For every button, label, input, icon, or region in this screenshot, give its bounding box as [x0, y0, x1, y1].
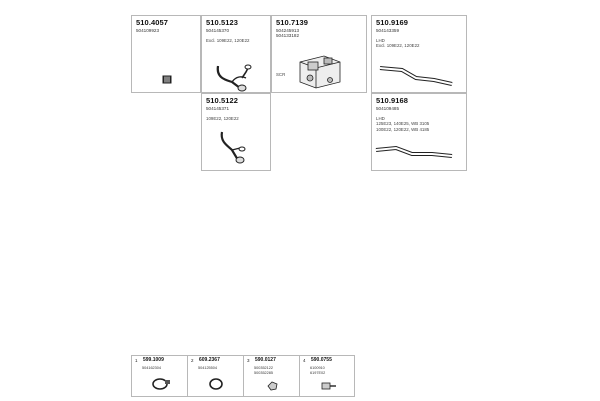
part-cell-510-9169[interactable]: 510.9169 504143359 LHD Excl. 109E22, 120… — [371, 15, 467, 93]
part-cell-510-9168[interactable]: 510.9168 504109485 LHD 125E23, 140E25, W… — [371, 93, 467, 171]
accessory-oe: 500352122 — [254, 366, 274, 370]
oe-number: 504143359 — [376, 28, 399, 33]
part-cell-510-7139[interactable]: 510.7139 504245913 504133182 SCR — [271, 15, 367, 93]
part-number: 510.5123 — [206, 18, 239, 27]
accessory-oe: 504125504 — [198, 366, 218, 370]
spring-clamp-drawing — [162, 75, 172, 84]
fitment-note: Excl. 109E22, 120E22 — [206, 38, 250, 43]
accessory-index: 1 — [135, 358, 138, 363]
fitment-note: LHD Excl. 109E22, 120E22 — [376, 38, 420, 49]
accessory-cell-2[interactable]: 2 609.2367 504125504 — [188, 356, 244, 396]
fitment-note: LHD 125E23, 140E25, WB 3105 100E22, 120E… — [376, 116, 430, 132]
accessory-index: 3 — [247, 358, 250, 363]
accessory-index: 4 — [303, 358, 306, 363]
gasket-ring-icon — [209, 378, 223, 390]
accessory-oe: 500352285 — [254, 371, 274, 375]
oe-number: 504145371 — [206, 106, 229, 111]
fitment-note: 109E22, 120E22 — [206, 116, 239, 121]
long-pipe-drawing — [375, 145, 453, 158]
accessory-oe: 6197E02 — [310, 371, 326, 375]
accessory-cell-3[interactable]: 3 590.0127 500352122 500352285 — [244, 356, 300, 396]
part-cell-510-4057[interactable]: 510.4057 504109923 — [131, 15, 201, 93]
oe-number: 504109923 — [136, 28, 159, 33]
oe-number: 504245913 — [276, 28, 299, 33]
part-number: 510.9169 — [376, 18, 409, 27]
accessory-oe: 504162304 — [142, 366, 162, 370]
long-pipe-drawing — [379, 66, 453, 86]
part-number: 510.7139 — [276, 18, 309, 27]
accessory-number: 609.2367 — [199, 357, 220, 363]
accessory-number: 599.1009 — [143, 357, 164, 363]
accessory-cell-1[interactable]: 1 599.1009 504162304 — [132, 356, 188, 396]
accessory-number: 590.0755 — [311, 357, 332, 363]
part-cell-510-5122[interactable]: 510.5122 504145371 109E22, 120E22 — [201, 93, 271, 171]
accessory-oe: 6100910 — [310, 366, 325, 370]
accessory-number: 590.0127 — [255, 357, 276, 363]
bent-pipe-drawing — [216, 64, 252, 92]
accessory-cell-4[interactable]: 4 590.0755 6100910 6197E02 — [300, 356, 354, 396]
oe-number: 504145370 — [206, 28, 229, 33]
fitment-note: SCR — [276, 72, 286, 77]
part-number: 510.9168 — [376, 96, 409, 105]
oe-number: 504133182 — [276, 33, 299, 38]
accessory-index: 2 — [191, 358, 194, 363]
clamp-icon — [152, 378, 170, 390]
part-number: 510.4057 — [136, 18, 169, 27]
part-cell-510-5123[interactable]: 510.5123 504145370 Excl. 109E22, 120E22 — [201, 15, 271, 93]
oe-number: 504109485 — [376, 106, 399, 111]
bent-pipe-drawing — [220, 131, 246, 164]
nut-icon — [267, 381, 278, 391]
bolt-icon — [321, 382, 336, 390]
silencer-drawing — [299, 55, 341, 89]
accessory-strip: 1 599.1009 504162304 2 609.2367 50412550… — [131, 355, 355, 397]
part-number: 510.5122 — [206, 96, 239, 105]
